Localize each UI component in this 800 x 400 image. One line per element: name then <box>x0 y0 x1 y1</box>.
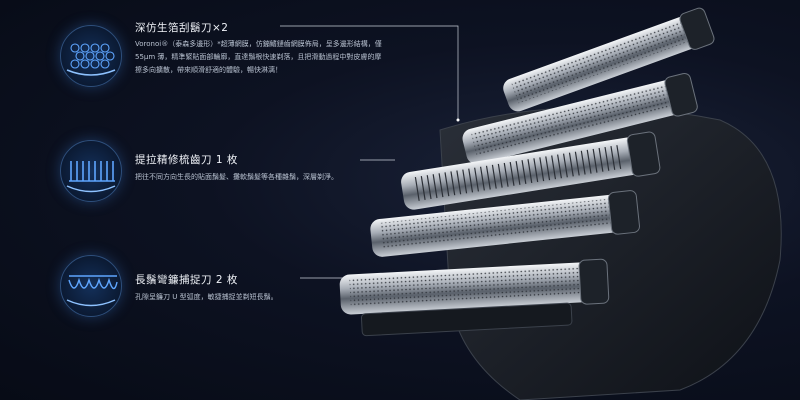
feature-description: Voronoi®（泰森多邊形）*超薄網膜，仿鏰鰭鏈齒網膜佈局，呈多邊形結構，僅 … <box>135 40 382 74</box>
feature-title: 長鬚彎鐮捕捉刀 2 枚 <box>135 274 238 286</box>
voronoi-foil-icon <box>60 25 122 87</box>
comb-trimmer-icon <box>60 140 122 202</box>
feature-description: 孔隙呈鐮刀 U 型弧度，敏捷捕捉並剃短長鬚。 <box>135 293 278 301</box>
feature-title: 深仿生箔刮鬍刀×2 <box>135 22 229 34</box>
feature-title: 提拉精修梳齒刀 1 枚 <box>135 154 238 166</box>
u-slot-blade-icon <box>60 255 122 317</box>
shaver-head-image <box>339 7 782 400</box>
feature-description: 把往不同方向生長的貼面鬚髮、攤軟鬚髮等各種雜鬚，深層剃淨。 <box>135 173 338 181</box>
